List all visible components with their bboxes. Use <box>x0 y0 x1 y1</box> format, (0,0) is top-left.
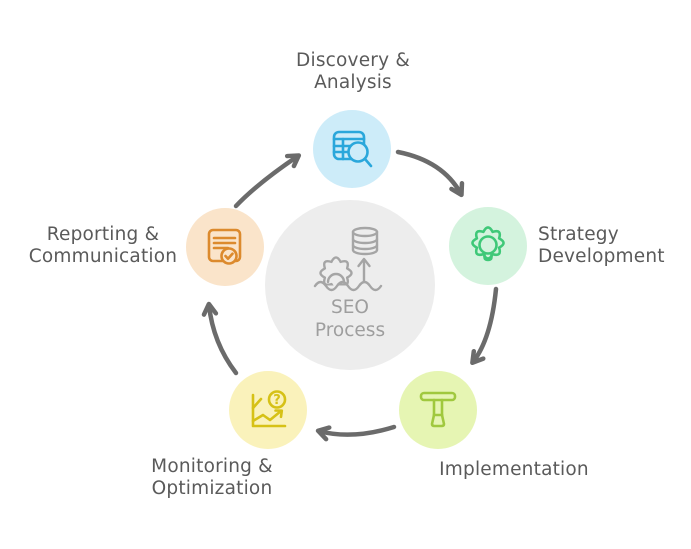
stage-node-strategy <box>449 207 527 285</box>
arrow-implementation-to-monitoring <box>315 424 397 442</box>
stage-node-monitoring: ? <box>229 371 307 449</box>
center-hub-circle: SEO Process <box>265 200 435 370</box>
arrow-monitoring-to-reporting <box>201 301 239 376</box>
gear-lightbulb-icon <box>471 226 505 262</box>
stage-node-implementation <box>399 371 477 449</box>
stage-node-reporting <box>186 208 264 286</box>
stage-label-reporting: Reporting & Communication <box>28 224 178 267</box>
table-search-icon <box>332 130 373 168</box>
t-wrench-icon <box>419 391 457 428</box>
document-check-icon <box>207 228 242 265</box>
stage-label-discovery: Discovery & Analysis <box>296 50 410 93</box>
svg-text:?: ? <box>273 393 281 408</box>
center-hub-label: SEO Process <box>314 297 386 341</box>
stage-label-monitoring: Monitoring & Optimization <box>151 456 273 499</box>
arrow-discovery-to-strategy <box>395 149 465 198</box>
chart-question-icon: ? <box>251 390 287 428</box>
stage-node-discovery <box>313 110 391 188</box>
stage-label-implementation: Implementation <box>439 459 589 480</box>
arrow-reporting-to-discovery <box>233 153 302 209</box>
arrow-strategy-to-implementation <box>470 286 499 366</box>
seo-gear-database-growth-icon <box>312 226 388 294</box>
stage-label-strategy: Strategy Development <box>538 224 665 267</box>
